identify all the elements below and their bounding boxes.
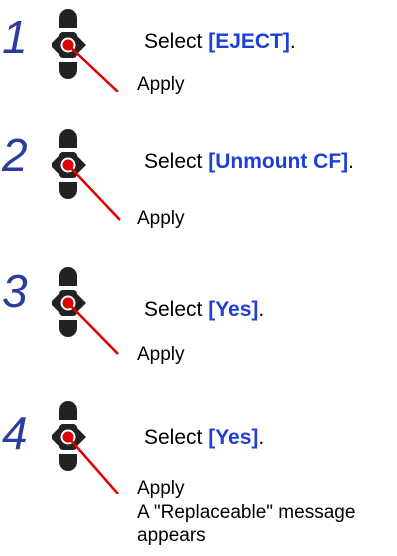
step-number: 1 (2, 11, 28, 63)
apply-label: Apply (137, 208, 185, 229)
menu-option: [EJECT] (208, 30, 290, 53)
apply-label: Apply (137, 344, 185, 365)
step-instruction: Select [Yes]. (144, 298, 265, 321)
direction-pad-icon (52, 260, 119, 355)
step-instruction: Select [Yes]. (144, 426, 265, 449)
step-instruction: Select [Unmount CF]. (144, 150, 355, 173)
menu-option: [Yes] (208, 298, 259, 321)
result-note-line-1: A "Replaceable" message (137, 502, 356, 523)
result-note: A "Replaceable" message appears (137, 501, 387, 547)
menu-option: [Unmount CF] (208, 150, 349, 173)
apply-label: Apply (137, 478, 185, 499)
direction-pad-icon (52, 394, 119, 494)
apply-label: Apply (137, 74, 185, 95)
step-number: 4 (2, 407, 28, 459)
menu-option: [Yes] (208, 426, 259, 449)
step-number: 3 (2, 265, 28, 317)
step-number: 2 (2, 129, 28, 181)
step-instruction: Select [EJECT]. (144, 30, 296, 53)
result-note-line-2: appears (137, 525, 206, 546)
direction-pad-icon (52, 122, 121, 221)
direction-pad-icon (52, 2, 119, 92)
